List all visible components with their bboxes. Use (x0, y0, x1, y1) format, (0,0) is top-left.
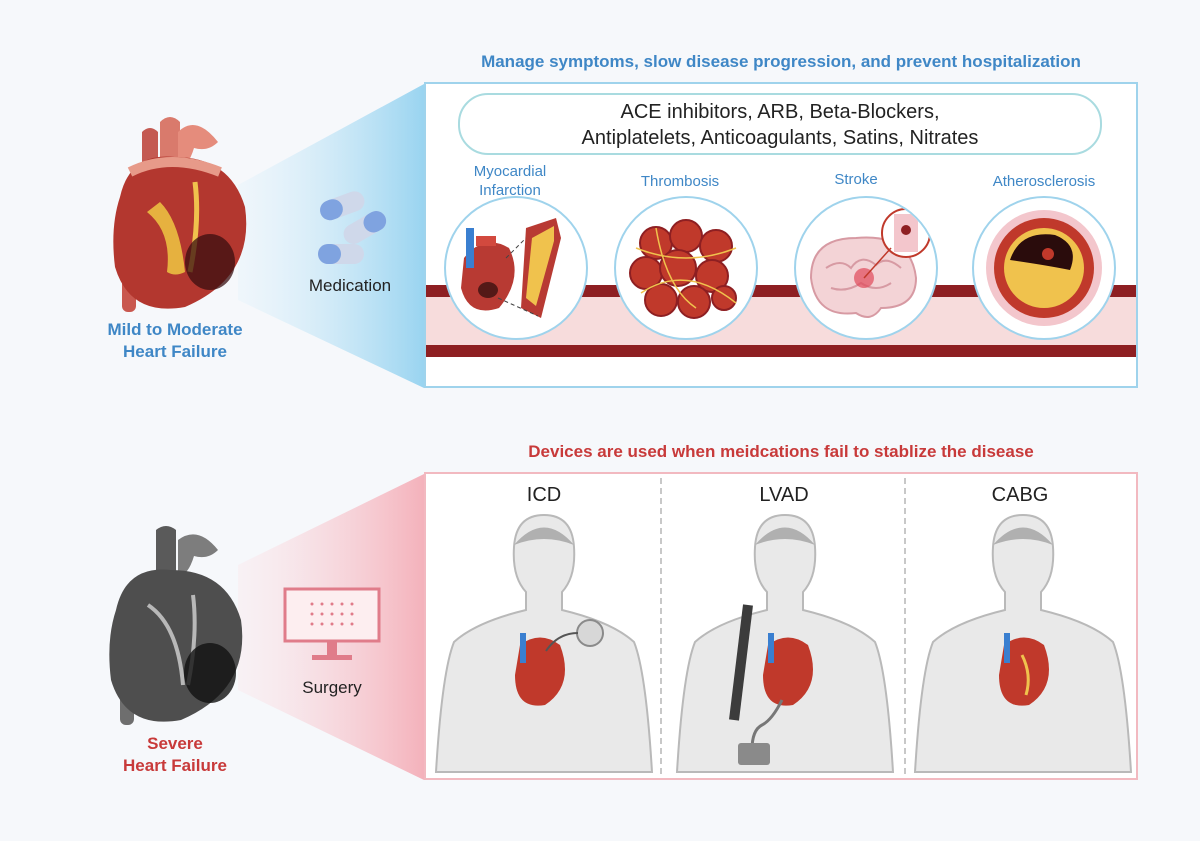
lvad-heart-icon (763, 633, 813, 706)
pills-icon (318, 191, 387, 264)
bottom-heading: Devices are used when meidcations fail t… (528, 442, 1034, 461)
divider-2 (904, 478, 906, 774)
mi-circle (444, 196, 588, 340)
device-label-cabg: CABG (991, 484, 1049, 506)
body-figure-icd (434, 513, 654, 773)
divider-1 (660, 478, 662, 774)
top-heading: Manage symptoms, slow disease progressio… (481, 52, 1081, 71)
condition-label-stroke: Stroke (834, 171, 878, 188)
condition-label-mi: Myocardial Infarction (440, 162, 580, 200)
cabg-heart-icon (999, 633, 1049, 706)
top-stage-label: Mild to Moderate Heart Failure (80, 319, 270, 363)
condition-mi-line2: Infarction (479, 182, 541, 199)
drug-list-line1: ACE inhibitors, ARB, Beta-Blockers, (620, 101, 940, 123)
stroke-circle (794, 196, 938, 340)
device-label-icd: ICD (526, 484, 562, 506)
condition-mi-line1: Myocardial (473, 163, 547, 180)
top-stage-label-line1: Mild to Moderate (107, 320, 243, 339)
body-figure-lvad (675, 513, 895, 773)
surgery-label: Surgery (302, 678, 362, 697)
drug-list-box: ACE inhibitors, ARB, Beta-Blockers, Anti… (458, 93, 1102, 155)
device-label-lvad: LVAD (759, 484, 809, 506)
myocardial-infarction-icon (461, 218, 561, 318)
thrombosis-icon (629, 219, 737, 319)
artery-cross-section-icon (986, 210, 1102, 326)
atherosclerosis-circle (972, 196, 1116, 340)
heart-colored-icon (113, 117, 247, 312)
drug-list-line2: Antiplatelets, Anticoagulants, Satins, N… (581, 127, 979, 149)
brain-icon (809, 208, 931, 318)
bottom-stage-label-line1: Severe (147, 734, 203, 753)
bottom-stage-label-line2: Heart Failure (123, 756, 227, 775)
monitor-icon (283, 587, 381, 660)
body-figure-cabg (913, 513, 1133, 773)
condition-label-thrombosis: Thrombosis (640, 173, 720, 190)
bottom-stage-label: Severe Heart Failure (80, 733, 270, 777)
condition-label-atherosclerosis: Atherosclerosis (992, 173, 1096, 190)
heart-gray-icon (109, 526, 243, 725)
top-stage-label-line2: Heart Failure (123, 342, 227, 361)
medication-label: Medication (308, 276, 392, 295)
icd-heart-icon (515, 633, 565, 706)
thrombosis-circle (614, 196, 758, 340)
